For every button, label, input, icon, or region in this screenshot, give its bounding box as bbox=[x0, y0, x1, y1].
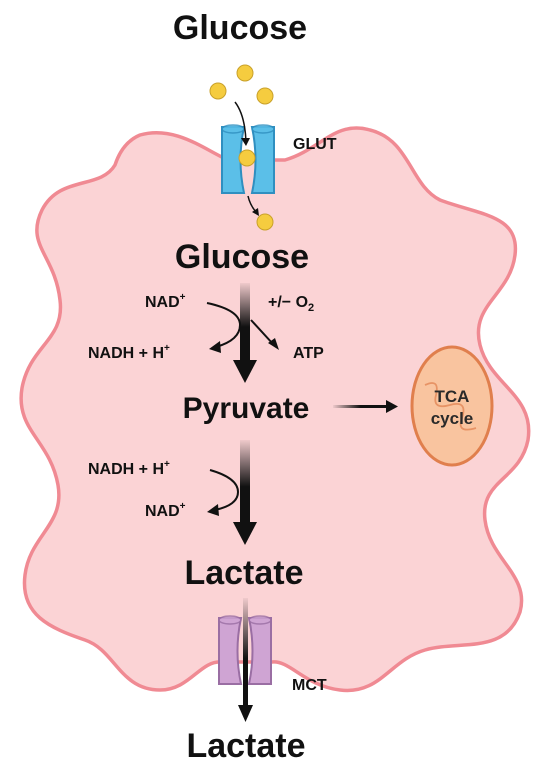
nad-curve-arrow bbox=[206, 302, 242, 348]
glut-transporter-icon bbox=[221, 124, 275, 194]
export-arrow-shaft bbox=[243, 598, 248, 708]
glucose-molecule-dot bbox=[238, 149, 256, 167]
transport-arrowhead bbox=[241, 138, 250, 146]
mct-transporter-icon bbox=[218, 615, 272, 685]
mct-label: MCT bbox=[292, 677, 327, 694]
nadh-curve-arrow bbox=[209, 469, 240, 511]
transport-arrow bbox=[234, 101, 247, 143]
lactate-outside-label: Lactate bbox=[186, 727, 305, 765]
tca-arrowhead bbox=[386, 400, 398, 413]
nad-curve-arrowhead bbox=[209, 341, 221, 353]
atp-label: ATP bbox=[293, 345, 324, 362]
nad-label: NAD+ bbox=[145, 292, 186, 311]
pathway-arrowhead bbox=[233, 522, 257, 545]
oxygen-label: +/− O2 bbox=[268, 294, 314, 314]
transport-arrowhead bbox=[252, 208, 259, 216]
pyruvate-label: Pyruvate bbox=[183, 392, 310, 425]
nad-label-2: NAD+ bbox=[145, 501, 186, 520]
glut-label: GLUT bbox=[293, 136, 337, 153]
export-arrowhead bbox=[238, 705, 253, 722]
glucose-molecule-dot bbox=[236, 64, 254, 82]
mitochondrion-icon bbox=[410, 345, 494, 467]
nadh-h-label: NADH + H+ bbox=[88, 343, 170, 362]
glucose-molecule-dot bbox=[256, 213, 274, 231]
atp-curve-arrowhead bbox=[268, 338, 279, 350]
cell-membrane bbox=[19, 126, 531, 693]
pathway-arrow-shaft bbox=[240, 283, 250, 363]
glucose-inside-label: Glucose bbox=[175, 238, 309, 276]
glucose-molecule-dot bbox=[256, 87, 274, 105]
glucose-molecule-dot bbox=[209, 82, 227, 100]
tca-arrow-shaft bbox=[333, 405, 388, 408]
lactate-inside-label: Lactate bbox=[184, 554, 303, 592]
pathway-arrowhead bbox=[233, 360, 257, 383]
nadh-curve-arrowhead bbox=[207, 504, 219, 516]
nadh-h-label-2: NADH + H+ bbox=[88, 459, 170, 478]
pathway-arrow-shaft bbox=[240, 440, 250, 525]
glucose-outside-label: Glucose bbox=[173, 9, 307, 47]
tca-label-line1: TCA bbox=[435, 387, 470, 406]
tca-label-line2: cycle bbox=[431, 409, 474, 428]
